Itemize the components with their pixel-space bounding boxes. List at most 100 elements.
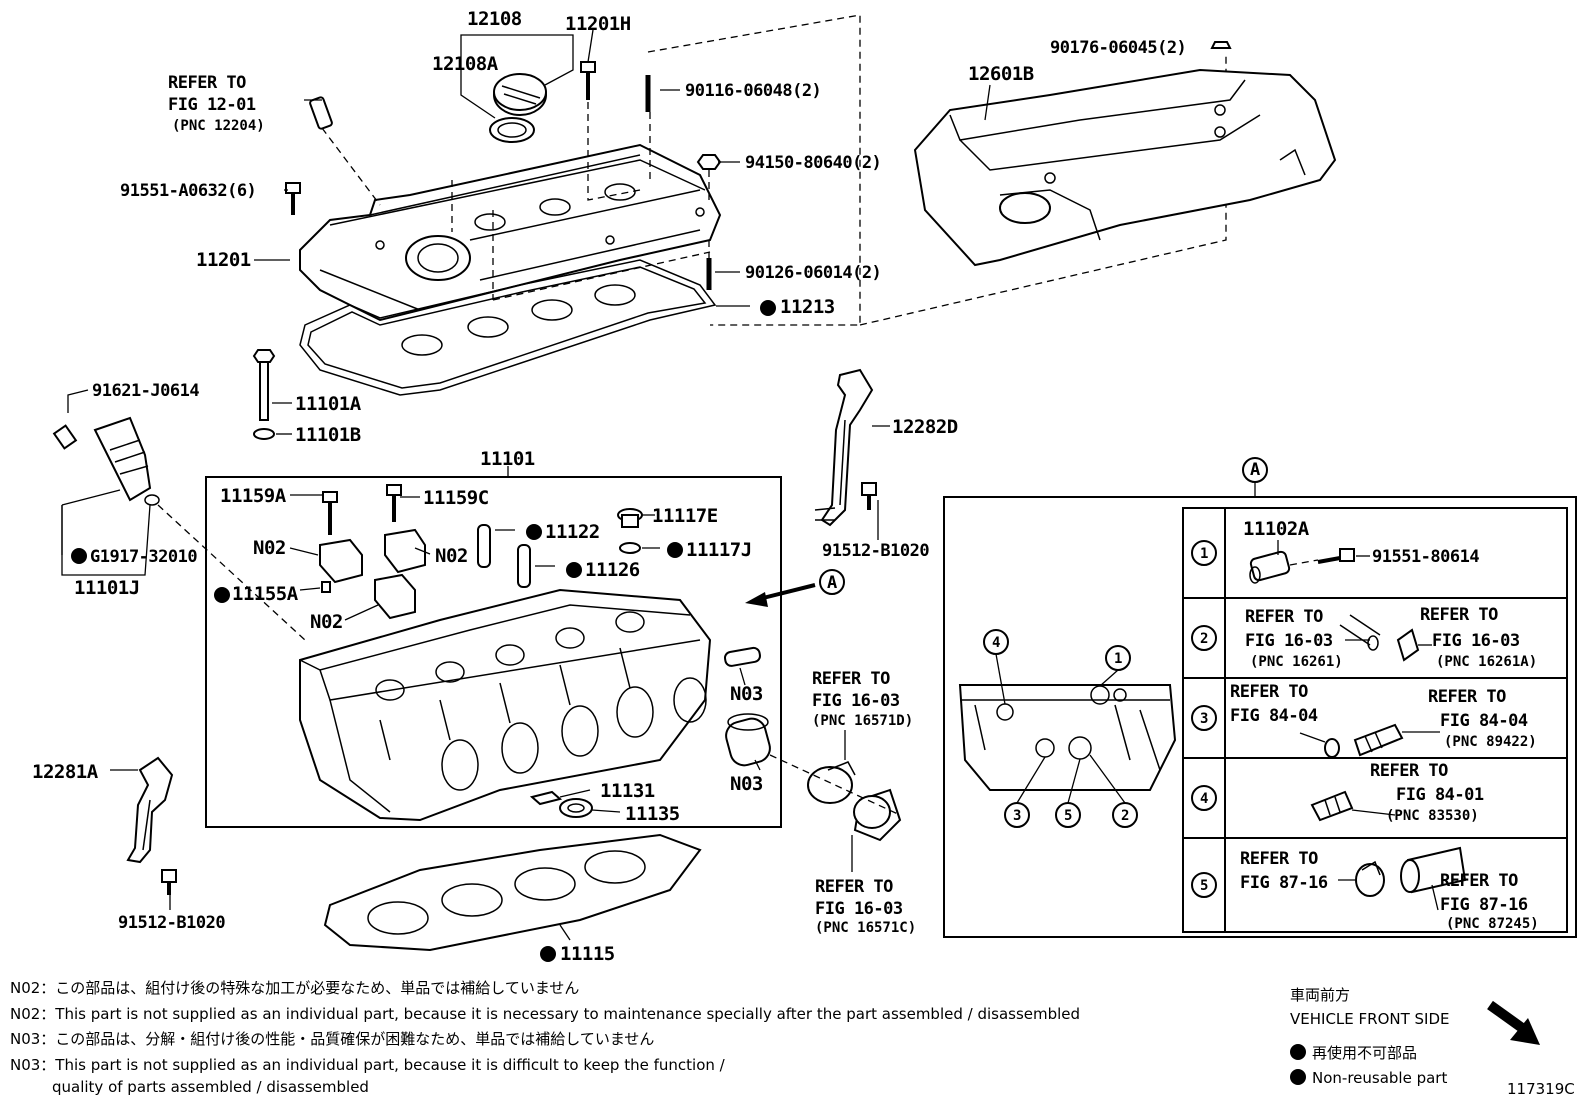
label-91551-80614: 91551-80614 (1372, 547, 1479, 567)
hose-16261 (1339, 614, 1420, 662)
cylinder-head-gasket (323, 833, 702, 952)
cover-bolt (285, 182, 301, 215)
label-11213: 11213 (780, 296, 835, 318)
label-11117e: 11117E (652, 505, 718, 527)
plug-n03-small (723, 646, 761, 667)
label-11159c: 11159C (423, 487, 489, 509)
row5-right-line3: (PNC 87245) (1446, 916, 1539, 932)
engine-hanger-12282d (814, 368, 874, 527)
label-94150: 94150-80640(2) (745, 153, 881, 173)
refer-16571d-line2: FIG 16-03 (812, 691, 900, 711)
row3-left-line1: REFER TO (1230, 682, 1308, 702)
detail-a-box (943, 496, 1577, 938)
bolt-11159c (386, 484, 402, 522)
label-12601b: 12601B (968, 63, 1034, 85)
nut-90176 (1210, 41, 1232, 49)
oil-pressure-switch (1310, 790, 1354, 822)
engine-cover (913, 68, 1337, 267)
legend-front-en: VEHICLE FRONT SIDE (1290, 1010, 1450, 1028)
note-n03-en: N03：This part is not supplied as an indi… (10, 1056, 726, 1074)
hose-clamp-16571d (807, 761, 856, 804)
guide-11126 (517, 544, 531, 588)
label-11101b: 11101B (295, 424, 361, 446)
label-11155a: 11155A (232, 583, 299, 605)
row2-right-line3: (PNC 16261A) (1436, 654, 1537, 670)
hose-clamp-87245 (1355, 846, 1467, 897)
oil-control-valve (52, 416, 160, 506)
view-marker-1: 1 (1114, 651, 1122, 667)
row2-left-line2: FIG 16-03 (1245, 631, 1333, 651)
bolt-91512b (161, 869, 177, 895)
label-11131: 11131 (600, 780, 655, 802)
label-12282d: 12282D (892, 416, 958, 438)
row2-right-line2: FIG 16-03 (1432, 631, 1520, 651)
bolt-11159a (322, 491, 338, 535)
view-marker-5: 5 (1064, 808, 1072, 824)
label-n03-b: N03 (730, 773, 763, 795)
refer-16571d-line3: (PNC 16571D) (812, 713, 913, 729)
label-91512-a: 91512-B1020 (822, 541, 929, 561)
row-marker-2: 2 (1200, 631, 1208, 647)
note-n03-jp: N03：この部品は、分解・組付け後の性能・品質確保が困難なため、単品では補給して… (10, 1030, 654, 1048)
detail-a-title: A (1250, 460, 1260, 480)
row5-right-line1: REFER TO (1440, 871, 1518, 891)
label-12108: 12108 (467, 8, 522, 30)
label-n02-b: N02 (435, 545, 468, 567)
label-11122: 11122 (545, 521, 600, 543)
pin-11155a (321, 581, 331, 593)
vehicle-front-arrow-icon (1487, 1000, 1540, 1045)
label-90126: 90126-06014(2) (745, 263, 881, 283)
note-n02-en: N02：This part is not supplied as an indi… (10, 1005, 1080, 1023)
head-bolt-11101a (252, 349, 276, 421)
refer-fig-12-01-line3: (PNC 12204) (172, 118, 265, 134)
legend-nonreuse-jp: 再使用不可部品 (1312, 1044, 1417, 1062)
plug-11117e (617, 508, 643, 528)
label-11159a: 11159A (220, 485, 287, 507)
label-90176: 90176-06045(2) (1050, 38, 1186, 58)
row4-line3: (PNC 83530) (1386, 808, 1479, 824)
pcv-valve (309, 96, 333, 130)
refer-fig-12-01-line2: FIG 12-01 (168, 95, 256, 115)
view-marker-3: 3 (1013, 808, 1021, 824)
label-11201h: 11201H (565, 13, 631, 35)
bolt-91551-80614 (1317, 548, 1355, 564)
bolt-11201h (580, 61, 596, 100)
row3-right-line2: FIG 84-04 (1440, 711, 1528, 731)
detail-cylinder-head-view (958, 684, 1177, 791)
nut-94150 (696, 154, 722, 170)
label-11126: 11126 (585, 559, 640, 581)
gasket-11131 (529, 790, 563, 806)
row3-right-line3: (PNC 89422) (1444, 734, 1537, 750)
cylinder-head-subassembly-box (205, 476, 782, 828)
row5-right-line2: FIG 87-16 (1440, 895, 1528, 915)
cylinder-head-cover-gasket (299, 259, 717, 396)
row-marker-5: 5 (1200, 878, 1208, 894)
view-marker-2: 2 (1121, 808, 1129, 824)
gasket-11117j (619, 542, 641, 554)
refer-16571c-line1: REFER TO (815, 877, 893, 897)
note-n02-jp: N02：この部品は、組付け後の特殊な加工が必要なため、単品では補給していません (10, 979, 579, 997)
label-12108a: 12108A (432, 53, 499, 75)
label-11117j: 11117J (686, 539, 752, 561)
refer-fig-12-01-line1: REFER TO (168, 73, 246, 93)
label-n02-a: N02 (253, 537, 286, 559)
row2-left-line3: (PNC 16261) (1250, 654, 1343, 670)
oil-filler-cap (489, 73, 547, 143)
row5-left-line1: REFER TO (1240, 849, 1318, 869)
label-91512-b: 91512-B1020 (118, 913, 225, 933)
row3-right-line1: REFER TO (1428, 687, 1506, 707)
label-n02-c: N02 (310, 611, 343, 633)
label-11101j: 11101J (74, 577, 140, 599)
row2-left-line1: REFER TO (1245, 607, 1323, 627)
row-marker-1: 1 (1200, 546, 1208, 562)
temp-sensor-89422 (1324, 723, 1404, 758)
non-reusable-marker-icon (1290, 1044, 1306, 1060)
refer-16571c-line3: (PNC 16571C) (815, 920, 916, 936)
hose-16571c (853, 788, 902, 842)
label-12281a: 12281A (32, 761, 99, 783)
label-91551-a0632: 91551-A0632(6) (120, 181, 256, 201)
view-marker-4: 4 (992, 635, 1000, 651)
legend-front-jp: 車両前方 (1290, 986, 1350, 1004)
label-11115: 11115 (560, 943, 615, 965)
